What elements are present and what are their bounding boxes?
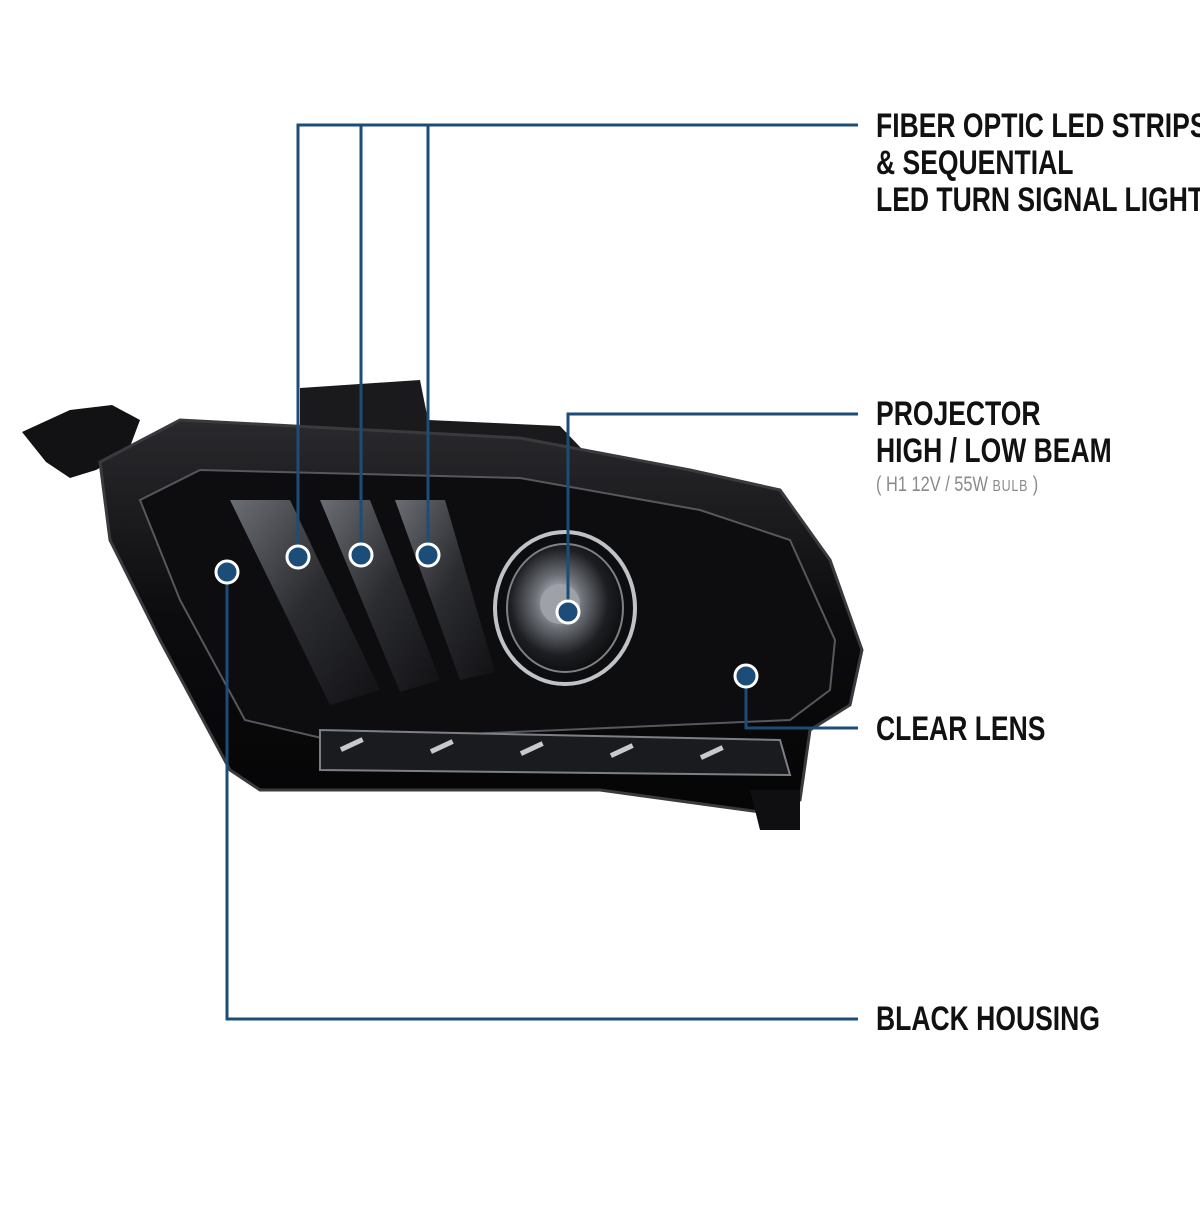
marker-dot-icon — [348, 542, 374, 568]
leader-line-projector — [566, 412, 858, 612]
marker-dot-icon — [555, 599, 581, 625]
led-tick — [339, 737, 364, 752]
note-open: ( H1 12V / 55W — [876, 473, 988, 496]
fiber-strip-3 — [395, 500, 495, 680]
lower-led-ticks — [339, 737, 724, 760]
callout-clear-lens: CLEAR LENS — [876, 711, 1045, 748]
note-close: ) — [1028, 473, 1039, 496]
callout-projector-note: ( H1 12V / 55W BULB ) — [876, 470, 1112, 502]
leader-line-fiber-optic — [296, 123, 858, 557]
marker-dot-icon — [415, 542, 441, 568]
lower-led-trim — [319, 728, 792, 777]
leader-line-clear-lens — [744, 676, 858, 730]
led-tick — [699, 745, 724, 760]
marker-dot-icon — [733, 663, 759, 689]
callout-fiber-optic-line-1: FIBER OPTIC LED STRIPS — [876, 107, 1200, 145]
callout-projector: PROJECTOR HIGH / LOW BEAM ( H1 12V / 55W… — [876, 396, 1112, 502]
marker-dot-icon — [285, 544, 311, 570]
callout-black-housing: BLACK HOUSING — [876, 1001, 1100, 1038]
led-tick — [609, 743, 634, 758]
callout-fiber-optic-line-3: LED TURN SIGNAL LIGHT — [876, 181, 1200, 219]
projector-ring — [493, 530, 637, 686]
lower-mount — [750, 790, 800, 830]
callout-projector-line-1: PROJECTOR — [876, 395, 1041, 433]
led-tick — [429, 739, 454, 754]
note-small: BULB — [992, 478, 1029, 495]
led-tick — [519, 741, 544, 756]
callout-projector-line-2: HIGH / LOW BEAM — [876, 432, 1112, 470]
callout-fiber-optic-line-2: & SEQUENTIAL — [876, 144, 1074, 182]
fiber-strip-1 — [230, 500, 380, 705]
marker-dot-icon — [214, 559, 240, 585]
callout-clear-lens-line-1: CLEAR LENS — [876, 710, 1046, 748]
markers — [214, 542, 759, 689]
callout-black-housing-line-1: BLACK HOUSING — [876, 1000, 1100, 1038]
callout-fiber-optic: FIBER OPTIC LED STRIPS & SEQUENTIAL LED … — [876, 108, 1200, 219]
leader-lines — [225, 123, 858, 1021]
headlight-illustration-icon — [22, 380, 864, 830]
fiber-strip-2 — [320, 500, 440, 692]
leader-line-black-housing — [225, 572, 858, 1021]
bezel-inner — [138, 468, 837, 742]
